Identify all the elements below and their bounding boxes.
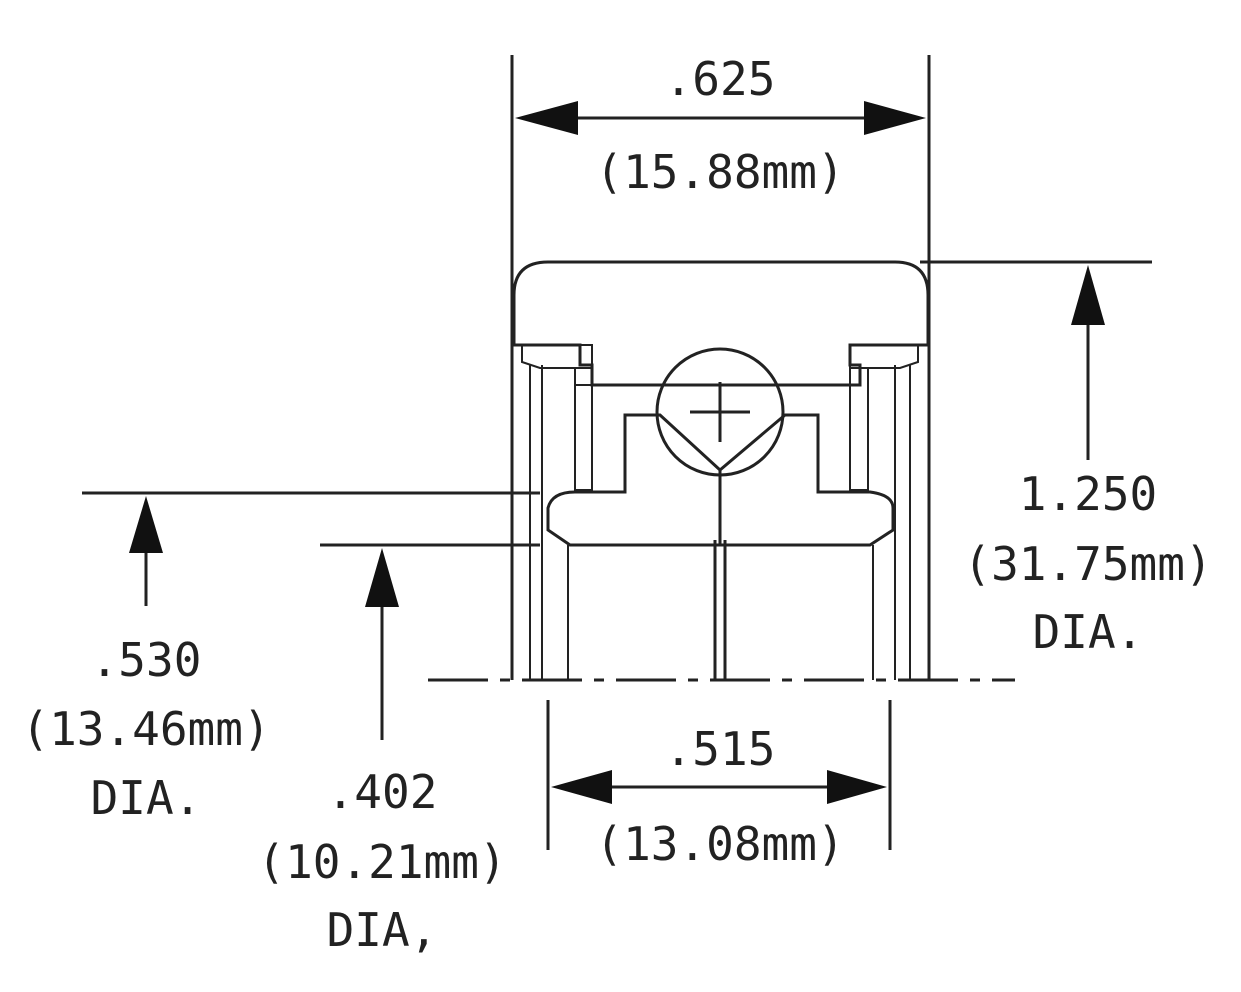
ball bbox=[655, 347, 785, 477]
bore-lines bbox=[529, 365, 911, 680]
outer-dia-dimension bbox=[920, 260, 1152, 460]
bore-dia-value: .402 bbox=[327, 765, 438, 819]
width-dimension-line bbox=[515, 101, 926, 135]
width-metric: (15.88mm) bbox=[595, 145, 844, 199]
outer-dia-value: 1.250 bbox=[1019, 467, 1157, 521]
inner-width-dimension bbox=[546, 700, 892, 850]
right-seal bbox=[849, 344, 919, 491]
shoulder-dia-dimension bbox=[82, 491, 540, 606]
width-value: .625 bbox=[665, 52, 776, 106]
bore-dia-dimension bbox=[320, 543, 540, 740]
outer-dia-note: DIA. bbox=[1033, 605, 1144, 659]
bore-dia-metric: (10.21mm) bbox=[257, 835, 506, 889]
shoulder-dia-metric: (13.46mm) bbox=[21, 702, 270, 756]
inner-width-metric: (13.08mm) bbox=[595, 817, 844, 871]
bore-dia-note: DIA, bbox=[327, 903, 438, 957]
inner-ring bbox=[546, 413, 895, 547]
shoulder-dia-value: .530 bbox=[91, 633, 202, 687]
outer-dia-metric: (31.75mm) bbox=[963, 537, 1212, 591]
outer-ring bbox=[512, 260, 930, 387]
shoulder-dia-note: DIA. bbox=[91, 771, 202, 825]
inner-width-value: .515 bbox=[665, 722, 776, 776]
width-extension-lines bbox=[510, 55, 931, 680]
left-seal bbox=[521, 344, 593, 491]
